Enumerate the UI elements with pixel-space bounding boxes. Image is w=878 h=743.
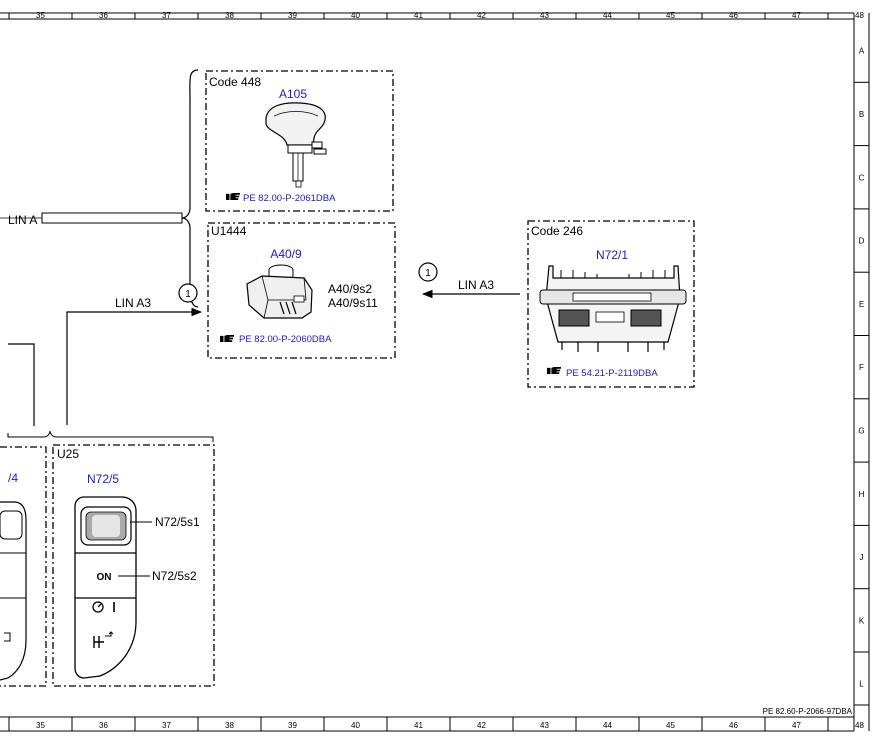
left-marker: 1 <box>185 289 191 300</box>
n72-1-id: N72/1 <box>596 248 628 262</box>
row-letter: F <box>859 363 864 372</box>
column-number: 36 <box>99 11 108 20</box>
column-number: 38 <box>225 11 234 20</box>
column-number: 37 <box>162 721 171 730</box>
n72-5-code: U25 <box>57 447 79 461</box>
n72-5-part-s1: N72/5s1 <box>155 515 200 529</box>
column-number: 45 <box>666 11 675 20</box>
row-letter: L <box>859 680 864 689</box>
component-a105: Code 448 A105 PE 82.00-P-2061DBA <box>205 70 394 212</box>
partial-left-id: /4 <box>8 471 18 485</box>
pointing-hand-icon <box>547 367 561 374</box>
row-letter: B <box>859 110 864 119</box>
column-number: 36 <box>99 721 108 730</box>
gear-selector-lever-icon <box>265 102 327 188</box>
column-number: 43 <box>540 11 549 20</box>
n72-1-code: Code 246 <box>531 224 583 238</box>
on-button-label[interactable]: ON <box>97 572 112 583</box>
column-index-bottom: 35 36 37 38 39 40 41 42 43 44 45 46 47 48 <box>8 717 864 731</box>
column-number: 48 <box>855 721 864 730</box>
component-a40-9: U1444 A40/9 A40/9s2 A40/9s11 PE 82.00-P-… <box>207 222 396 359</box>
row-index: A B C D E F G H J K L <box>854 47 869 689</box>
column-number: 45 <box>666 721 675 730</box>
column-number: 39 <box>288 11 297 20</box>
right-lin-connection: LIN A3 1 <box>418 262 520 299</box>
steering-switch-panel: ON <box>74 496 137 679</box>
right-bus-label: LIN A3 <box>458 278 494 292</box>
component-n72-1: Code 246 N72/1 PE 54.21-P-2119DBA <box>527 220 695 388</box>
n72-5-id: N72/5 <box>87 472 119 486</box>
column-number: 40 <box>351 721 360 730</box>
column-number: 46 <box>729 721 738 730</box>
row-letter: K <box>859 616 865 625</box>
column-number: 38 <box>225 721 234 730</box>
sheet-frame <box>0 12 870 732</box>
n72-5-part-s2: N72/5s2 <box>152 569 197 583</box>
left-lin-connection: LIN A3 1 <box>7 283 214 442</box>
distance-control-icon <box>93 631 114 648</box>
column-number: 46 <box>729 11 738 20</box>
component-n72-5: U25 N72/5 ON N72/5s1 N72/5s2 <box>52 444 215 687</box>
column-number: 47 <box>792 721 801 730</box>
top-bus-label: LIN A <box>8 213 37 227</box>
column-index-top: 35 36 37 38 39 40 41 42 43 44 45 46 47 48 <box>8 11 864 20</box>
top-bus-connector: LIN A <box>0 69 199 308</box>
component-partial-left: /4 <box>0 446 47 687</box>
a105-code: Code 448 <box>209 75 261 89</box>
column-number: 39 <box>288 721 297 730</box>
column-number: 42 <box>477 11 486 20</box>
speedometer-icon <box>92 601 115 613</box>
column-number: 48 <box>855 11 864 20</box>
pointing-hand-icon <box>226 193 240 200</box>
column-number: 41 <box>414 11 423 20</box>
control-panel-icon <box>539 265 687 352</box>
switch-module-icon <box>246 264 313 319</box>
a40-reference[interactable]: PE 82.00-P-2060DBA <box>239 334 332 345</box>
left-bus-label: LIN A3 <box>115 296 151 310</box>
column-number: 40 <box>351 11 360 20</box>
row-letter: H <box>859 490 865 499</box>
column-number: 43 <box>540 721 549 730</box>
row-letter: A <box>859 47 865 56</box>
row-letter: C <box>859 173 865 182</box>
pointing-hand-icon <box>220 335 234 342</box>
column-number: 44 <box>603 11 612 20</box>
a40-code: U1444 <box>211 224 247 238</box>
a40-part-s2: A40/9s2 <box>328 282 372 296</box>
a105-id: A105 <box>279 87 307 101</box>
a40-part-s11: A40/9s11 <box>328 296 378 310</box>
a105-reference[interactable]: PE 82.00-P-2061DBA <box>243 193 336 204</box>
row-letter: G <box>858 426 864 435</box>
column-number: 37 <box>162 11 171 20</box>
row-letter: D <box>859 237 865 246</box>
a40-id: A40/9 <box>270 247 302 261</box>
column-number: 42 <box>477 721 486 730</box>
column-number: 35 <box>36 11 45 20</box>
column-number: 41 <box>414 721 423 730</box>
column-number: 44 <box>603 721 612 730</box>
row-letter: E <box>859 300 864 309</box>
row-letter: J <box>860 553 864 562</box>
document-reference: PE 82.60-P-2066-97DBA <box>763 707 853 716</box>
column-number: 35 <box>36 721 45 730</box>
column-number: 47 <box>792 11 801 20</box>
n72-1-reference[interactable]: PE 54.21-P-2119DBA <box>566 368 658 379</box>
right-marker: 1 <box>425 268 431 279</box>
